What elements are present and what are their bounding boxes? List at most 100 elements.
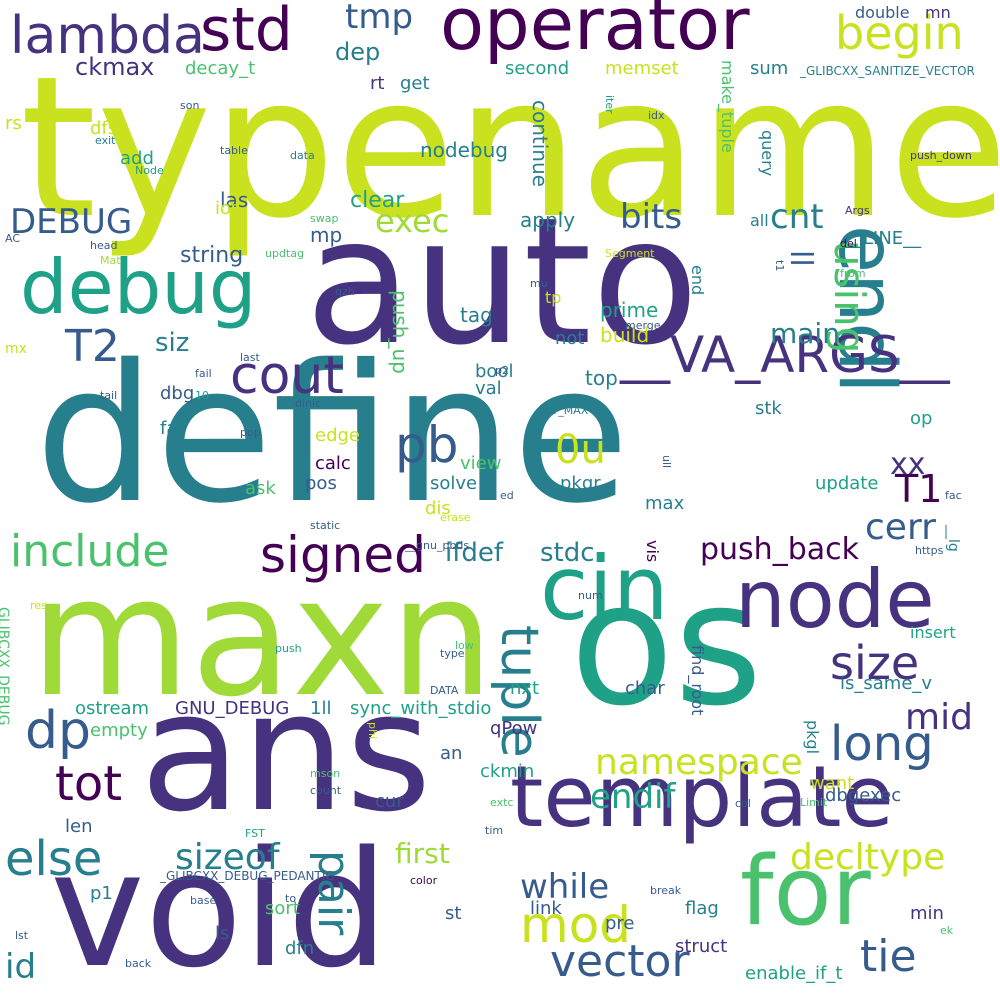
cloud-word: size bbox=[830, 636, 920, 690]
cloud-word: tie bbox=[860, 931, 917, 982]
cloud-word: DEBUG bbox=[10, 202, 133, 242]
cloud-word: vector bbox=[550, 936, 690, 987]
cloud-word: extc bbox=[490, 796, 514, 809]
cloud-word: find_root bbox=[688, 645, 707, 716]
cloud-word: last bbox=[240, 351, 260, 364]
cloud-word: empty bbox=[90, 720, 148, 741]
cloud-word: make_tuple bbox=[718, 60, 737, 153]
cloud-word: ckmax bbox=[75, 53, 155, 81]
cloud-word: sort bbox=[265, 898, 300, 919]
cloud-word: table bbox=[220, 144, 248, 157]
cloud-word: mid bbox=[905, 697, 973, 738]
cloud-word: string bbox=[180, 243, 244, 268]
cloud-word: second bbox=[505, 58, 570, 79]
cloud-word: push_down bbox=[910, 149, 972, 162]
cloud-word: push bbox=[275, 642, 302, 655]
cloud-word: exit bbox=[95, 134, 116, 147]
cloud-word: 1e5 bbox=[240, 442, 261, 455]
cloud-word: void bbox=[50, 816, 389, 1000]
cloud-word: swap bbox=[310, 212, 339, 225]
cloud-word: T1 bbox=[895, 467, 943, 511]
cloud-word: siz bbox=[155, 328, 190, 358]
cloud-word: cnt bbox=[770, 197, 824, 237]
cloud-word: tag bbox=[460, 303, 493, 327]
cloud-word: operator bbox=[440, 0, 750, 66]
cloud-word: 0u bbox=[555, 427, 606, 473]
cloud-word: tp bbox=[545, 288, 562, 307]
cloud-word: double bbox=[855, 3, 910, 22]
cloud-word: apply bbox=[520, 208, 576, 232]
cloud-word: INT_MAX bbox=[540, 404, 589, 417]
cloud-word: struct bbox=[675, 936, 728, 957]
cloud-word: link bbox=[530, 898, 562, 919]
cloud-word: AC bbox=[5, 232, 21, 245]
cloud-word: define bbox=[35, 324, 630, 545]
cloud-word: dbgexec bbox=[825, 785, 902, 806]
cloud-word: vis bbox=[643, 540, 662, 563]
cloud-word: pkgl bbox=[803, 720, 822, 755]
cloud-word: pair bbox=[308, 850, 359, 936]
cloud-word: mu bbox=[530, 277, 548, 290]
cloud-word: ull bbox=[660, 455, 673, 469]
cloud-word: xx bbox=[890, 447, 926, 482]
cloud-word: include bbox=[10, 526, 170, 577]
cloud-word: _GLIBCXX_DEBUG bbox=[0, 600, 11, 726]
cloud-word: not bbox=[555, 328, 585, 349]
cloud-word: pop bbox=[240, 426, 261, 439]
cloud-word: push_up bbox=[388, 290, 412, 374]
cloud-word: nodebug bbox=[420, 138, 508, 162]
cloud-word: continue bbox=[528, 100, 552, 187]
cloud-word: memset bbox=[605, 58, 679, 79]
cloud-word: begin bbox=[835, 6, 964, 60]
cloud-word: qPow bbox=[490, 718, 538, 739]
cloud-word: an bbox=[440, 743, 463, 764]
cloud-word: first bbox=[395, 837, 450, 870]
cloud-word: enable_if_t bbox=[745, 963, 843, 984]
cloud-word: ans bbox=[140, 656, 432, 848]
cloud-word: add bbox=[120, 148, 154, 169]
cloud-word: push_back bbox=[700, 532, 859, 567]
cloud-word: template bbox=[510, 748, 894, 847]
cloud-word: fac bbox=[945, 489, 962, 502]
cloud-word: ls bbox=[215, 923, 230, 944]
cloud-word: nxt bbox=[510, 678, 540, 699]
cloud-word: long bbox=[830, 716, 934, 772]
cloud-word: Args bbox=[845, 204, 870, 217]
cloud-word: dp bbox=[25, 701, 92, 761]
cloud-word: endif bbox=[590, 777, 676, 817]
cloud-word: exec bbox=[375, 202, 450, 240]
cloud-word: ek bbox=[940, 924, 954, 937]
cloud-word: __gnu_pbds bbox=[405, 539, 470, 552]
cloud-word: _GLIBCXX_DEBUG_PEDANTIC bbox=[160, 869, 334, 883]
cloud-word: https bbox=[915, 544, 944, 557]
cloud-word: lambda bbox=[10, 6, 205, 66]
cloud-word: erase bbox=[440, 511, 471, 524]
cloud-word: ed bbox=[500, 489, 514, 502]
cloud-word: _GLIBCXX_SANITIZE_VECTOR bbox=[800, 64, 975, 78]
cloud-word: from bbox=[840, 267, 866, 280]
cloud-word: debug bbox=[20, 243, 257, 331]
cloud-word: ostream bbox=[75, 698, 150, 719]
cloud-word: stk bbox=[755, 398, 782, 419]
cloud-word: os bbox=[570, 546, 763, 744]
cloud-word: min bbox=[910, 903, 944, 924]
cloud-word: count bbox=[310, 784, 342, 797]
cloud-word: decay_t bbox=[185, 58, 256, 79]
cloud-word: mx bbox=[5, 341, 27, 357]
cloud-word: insert bbox=[910, 623, 956, 642]
cloud-word: p2 bbox=[495, 364, 509, 377]
cloud-word: __LINE__ bbox=[845, 228, 922, 249]
cloud-word: end bbox=[688, 265, 707, 296]
cloud-word: col bbox=[735, 797, 751, 810]
cloud-word: break bbox=[650, 884, 682, 897]
cloud-word: pb bbox=[395, 416, 459, 474]
cloud-word: tim bbox=[485, 824, 504, 837]
cloud-word: flag bbox=[685, 898, 719, 919]
cloud-word: FST bbox=[245, 827, 265, 840]
cloud-word: id bbox=[5, 947, 37, 987]
cloud-word: bits bbox=[620, 197, 683, 237]
cloud-word: updtag bbox=[265, 247, 304, 260]
cloud-word: del bbox=[840, 237, 857, 250]
cloud-word: st bbox=[445, 903, 462, 924]
cloud-word: maxn bbox=[30, 541, 495, 733]
